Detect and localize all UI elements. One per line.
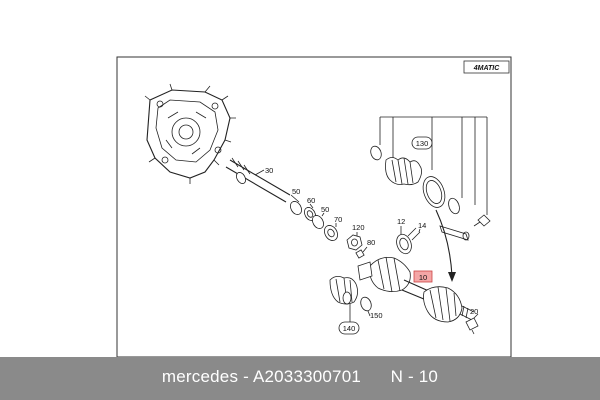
boot-kit-130 bbox=[370, 116, 491, 227]
drive-shaft-30 bbox=[225, 157, 291, 203]
callout-20: 20 bbox=[470, 307, 478, 316]
footer-position: N - 10 bbox=[390, 367, 439, 386]
tool-bar bbox=[439, 225, 470, 241]
ring-12 bbox=[396, 226, 412, 255]
callout-140-bubble bbox=[338, 321, 360, 335]
footer-brand: mercedes bbox=[161, 367, 239, 386]
callout-50-b: 50 bbox=[321, 205, 329, 214]
assembly-arrow bbox=[435, 209, 456, 282]
callout-50-a: 50 bbox=[292, 187, 300, 196]
callout-130-bubble bbox=[411, 136, 433, 150]
callout-130: 130 bbox=[416, 139, 429, 148]
logo-text: 4MATIC bbox=[473, 65, 500, 72]
bolt-20 bbox=[465, 313, 479, 335]
callout-10: 10 bbox=[419, 273, 427, 282]
callout-70: 70 bbox=[334, 215, 342, 224]
bolt-80 bbox=[355, 246, 368, 259]
4matic-logo: 4MATIC bbox=[463, 60, 510, 74]
transfer-case-housing bbox=[144, 83, 236, 184]
callout-10-highlight bbox=[413, 270, 433, 283]
callout-120: 120 bbox=[352, 223, 365, 232]
ring-50-b bbox=[312, 212, 325, 229]
cv-axle-10 bbox=[357, 256, 475, 323]
ring-50-a bbox=[290, 194, 302, 215]
footer-bar: mercedes - A2033300701 N - 10 bbox=[0, 357, 600, 400]
footer-separator: - bbox=[238, 367, 253, 386]
footer-caption: mercedes - A2033300701 N - 10 bbox=[0, 367, 600, 387]
callout-12: 12 bbox=[397, 217, 405, 226]
callout-60: 60 bbox=[307, 196, 315, 205]
ring-70 bbox=[324, 223, 338, 241]
nut-120 bbox=[346, 232, 363, 251]
callout-80: 80 bbox=[367, 238, 375, 247]
callout-14: 14 bbox=[418, 221, 426, 230]
footer-part-number: A2033300701 bbox=[252, 367, 362, 386]
callout-140: 140 bbox=[343, 324, 356, 333]
callout-30: 30 bbox=[265, 166, 273, 175]
boot-kit-140 bbox=[329, 276, 372, 322]
strap-14 bbox=[407, 227, 421, 241]
callout-150: 150 bbox=[370, 311, 383, 320]
